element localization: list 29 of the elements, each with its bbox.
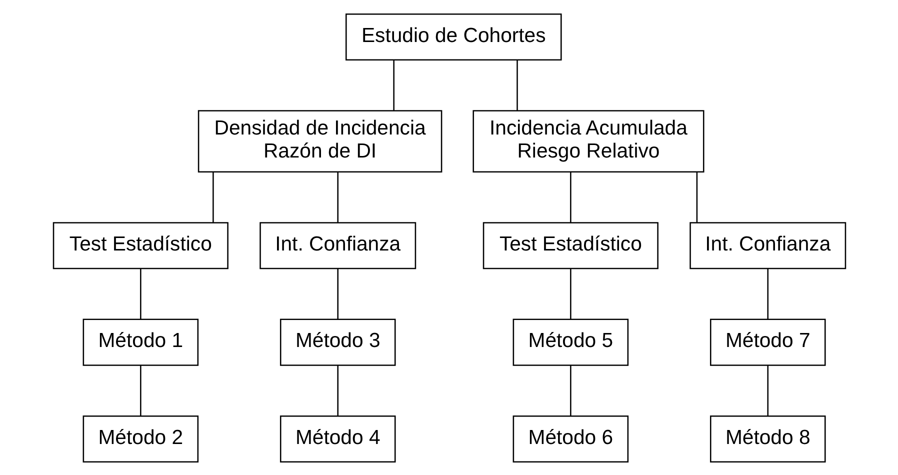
- node-box: Método 5: [512, 318, 628, 366]
- node-box: Int. Confianza: [259, 222, 416, 269]
- node-box: Método 2: [82, 414, 198, 462]
- connector: [336, 172, 338, 222]
- connector: [696, 172, 698, 222]
- node-box: Método 3: [279, 318, 396, 366]
- node-box: Test Estadístico: [482, 222, 658, 269]
- node-box: Método 7: [710, 318, 826, 366]
- node-box: Método 6: [512, 414, 628, 462]
- connector: [766, 268, 768, 319]
- connector: [140, 268, 141, 319]
- connector: [766, 364, 768, 416]
- node-box: Incidencia Acumulada Riesgo Relativo: [472, 110, 704, 172]
- node-box: Método 8: [710, 414, 826, 462]
- connector: [212, 172, 214, 222]
- node-box: Int. Confianza: [689, 222, 846, 269]
- node-box: Método 4: [279, 414, 396, 462]
- connector: [336, 364, 338, 416]
- connector: [392, 60, 394, 110]
- connector: [140, 364, 141, 416]
- node-box: Densidad de Incidencia Razón de DI: [197, 110, 442, 172]
- node-box: Estudio de Cohortes: [345, 12, 562, 60]
- connector: [570, 364, 571, 416]
- connector: [570, 268, 571, 319]
- node-box: Método 1: [82, 318, 198, 366]
- connector: [570, 172, 571, 222]
- connector: [336, 268, 338, 319]
- node-box: Test Estadístico: [52, 222, 228, 269]
- connector: [516, 60, 518, 110]
